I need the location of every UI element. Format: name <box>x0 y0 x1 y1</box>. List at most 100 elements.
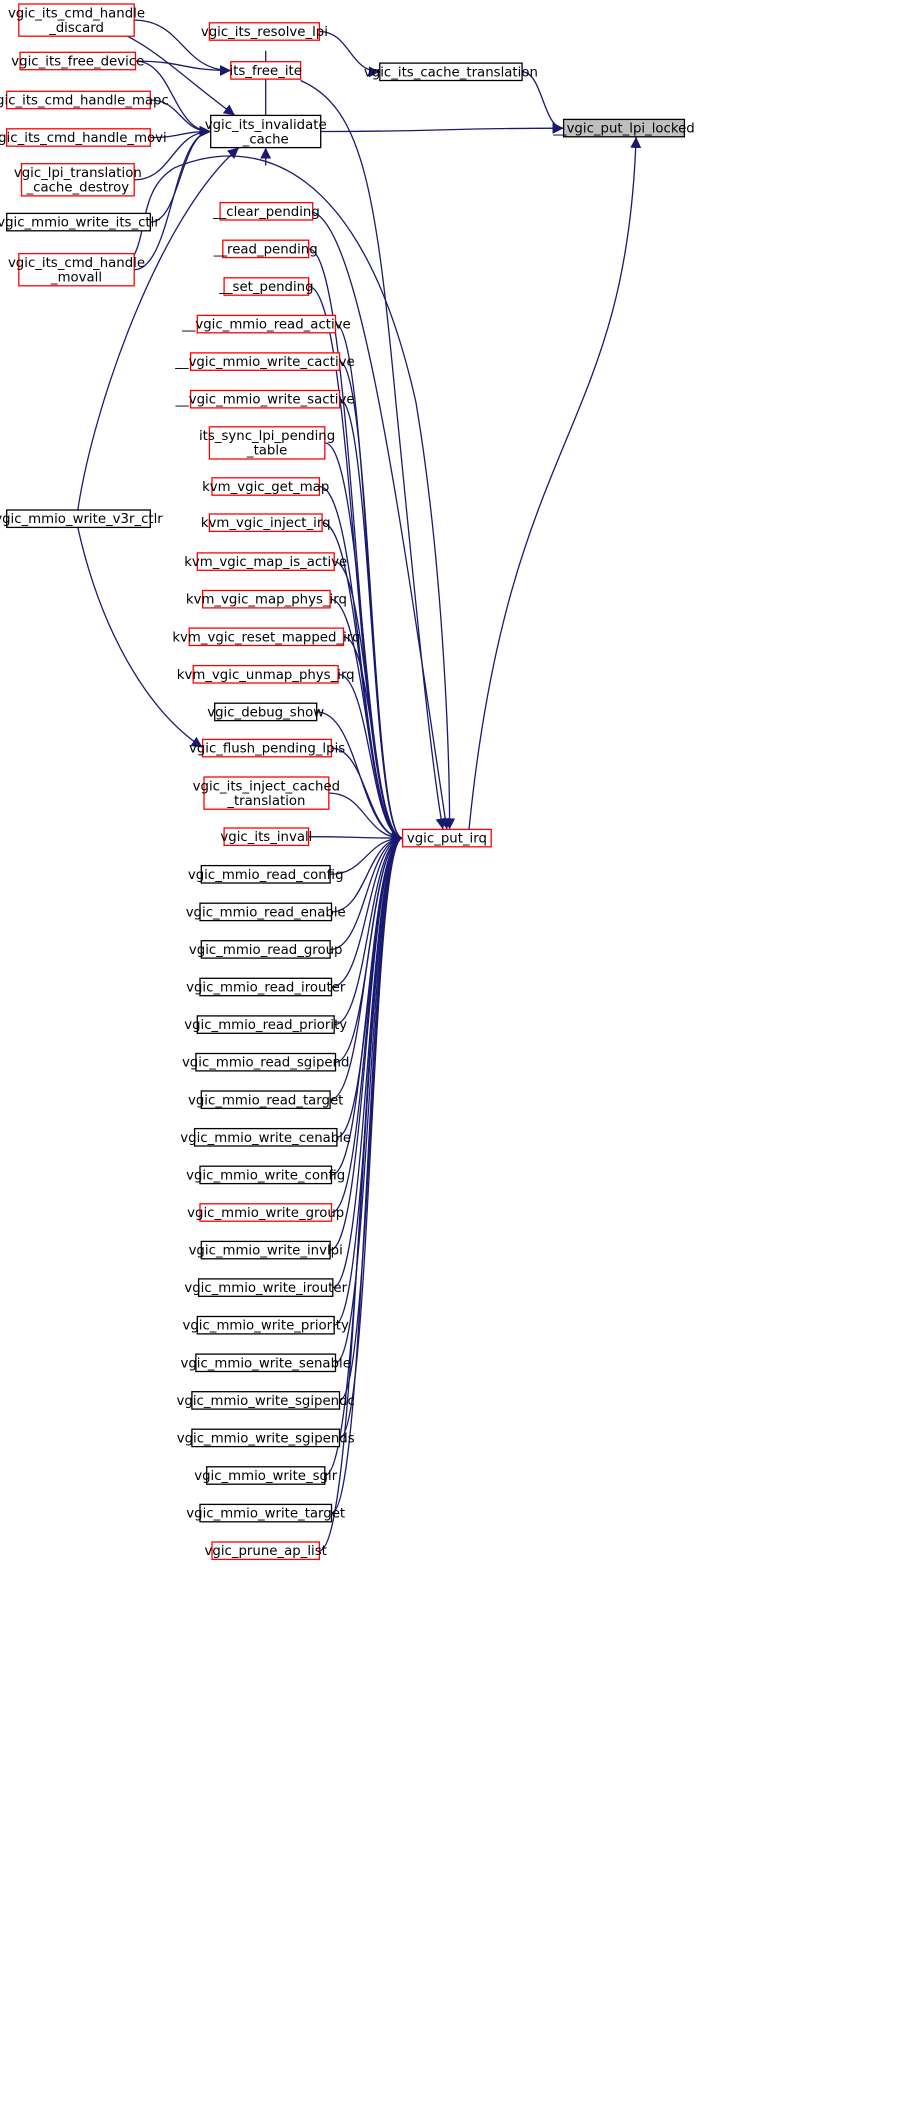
node-write_senable[interactable]: vgic_mmio_write_senable <box>180 1353 351 1373</box>
node-label-invalidate_cache-2: _cache <box>242 132 289 147</box>
node-clear_pending[interactable]: __clear_pending <box>212 201 320 221</box>
node-label-map_is_active: kvm_vgic_map_is_active <box>184 555 347 570</box>
node-box-cache_translation <box>379 62 523 82</box>
edge-cmd_movall-to-invalidate_cache <box>134 126 211 271</box>
node-read_group[interactable]: vgic_mmio_read_group <box>189 940 343 959</box>
edges-layer <box>77 19 642 1552</box>
node-box-sync_lpi <box>208 426 326 460</box>
node-box-debug_show <box>214 702 318 722</box>
edge-cmd_movall-to-put_irq <box>133 155 456 830</box>
node-box-flush_pending_lpis <box>201 738 333 758</box>
node-read_irouter[interactable]: vgic_mmio_read_irouter <box>186 977 346 997</box>
edge-free_device-to-invalidate_cache <box>135 60 211 137</box>
node-put_irq[interactable]: vgic_put_irq <box>401 828 492 848</box>
node-read_target[interactable]: vgic_mmio_read_target <box>188 1090 343 1110</box>
node-box-cmd_movi <box>6 128 151 147</box>
node-write_invlpi[interactable]: vgic_mmio_write_invlpi <box>189 1240 343 1260</box>
node-debug_show[interactable]: vgic_debug_show <box>207 702 324 722</box>
node-box-write_v3r_ctlr <box>6 509 151 529</box>
node-lpi_cache_destroy[interactable]: vgic_lpi_translation_cache_destroy <box>14 163 142 197</box>
node-label-set_pending: __set_pending <box>218 280 313 295</box>
node-set_pending[interactable]: __set_pending <box>218 277 314 296</box>
node-label-cache_translation: vgic_its_cache_translation <box>364 65 538 80</box>
node-unmap_phys_irq[interactable]: kvm_vgic_unmap_phys_irq <box>177 664 355 684</box>
node-get_map[interactable]: kvm_vgic_get_map <box>202 477 329 496</box>
node-write_cenable[interactable]: vgic_mmio_write_cenable <box>180 1127 351 1147</box>
node-box-read_pending <box>222 239 310 259</box>
node-write_irouter[interactable]: vgic_mmio_write_irouter <box>184 1278 348 1297</box>
node-write_sgipends[interactable]: vgic_mmio_write_sgipends <box>177 1428 355 1448</box>
node-write_target[interactable]: vgic_mmio_write_target <box>186 1503 345 1523</box>
node-label-lpi_cache_destroy-1: vgic_lpi_translation <box>14 166 142 181</box>
edge-read_target-to-put_irq <box>329 832 403 1101</box>
node-box-free_device <box>19 51 137 71</box>
node-free_ite[interactable]: its_free_ite <box>229 61 302 80</box>
node-label-invall: vgic_its_invall <box>220 830 312 845</box>
node-box-prune_ap_list <box>211 1541 321 1561</box>
edge-reset_mapped_irq-to-put_irq <box>343 636 403 844</box>
node-read_active[interactable]: __vgic_mmio_read_active <box>181 314 351 334</box>
edge-read_irouter-to-put_irq <box>331 832 403 988</box>
node-prune_ap_list[interactable]: vgic_prune_ap_list <box>205 1541 327 1561</box>
edge-map_phys_irq-to-put_irq <box>329 598 403 844</box>
node-label-inject_cached-1: vgic_its_inject_cached <box>193 779 340 794</box>
node-free_device[interactable]: vgic_its_free_device <box>11 51 144 71</box>
node-label-resolve_lpi: vgic_its_resolve_lpi <box>201 25 328 40</box>
node-label-cmd_discard-1: vgic_its_cmd_handle <box>8 6 145 21</box>
node-flush_pending_lpis[interactable]: vgic_flush_pending_lpis <box>189 738 345 758</box>
node-cmd_movi[interactable]: vgic_its_cmd_handle_movi <box>0 128 167 147</box>
node-write_sactive[interactable]: __vgic_mmio_write_sactive <box>174 389 355 409</box>
node-read_priority[interactable]: vgic_mmio_read_priority <box>184 1015 347 1034</box>
node-write_cactive[interactable]: __vgic_mmio_write_cactive <box>174 352 355 371</box>
node-label-write_priority: vgic_mmio_write_priority <box>182 1319 349 1334</box>
node-label-write_senable: vgic_mmio_write_senable <box>180 1356 350 1371</box>
node-cmd_mapc[interactable]: vgic_its_cmd_handle_mapc <box>0 90 169 110</box>
node-write_v3r_ctlr[interactable]: vgic_mmio_write_v3r_ctlr <box>0 509 163 529</box>
node-box-write_sgipendc <box>191 1391 341 1410</box>
node-label-write_cactive: __vgic_mmio_write_cactive <box>174 355 354 370</box>
edge-prune_ap_list-to-put_irq <box>319 832 403 1552</box>
node-invalidate_cache[interactable]: vgic_its_invalidate_cache <box>205 114 327 149</box>
node-resolve_lpi[interactable]: vgic_its_resolve_lpi <box>201 22 328 41</box>
node-label-cmd_mapc: vgic_its_cmd_handle_mapc <box>0 94 169 109</box>
edge-resolve_lpi-to-cache_translation <box>319 30 380 78</box>
node-box-put_irq <box>401 828 492 848</box>
node-box-read_sgipend <box>195 1052 337 1072</box>
node-cache_translation[interactable]: vgic_its_cache_translation <box>364 62 538 82</box>
node-write_group[interactable]: vgic_mmio_write_group <box>187 1203 344 1222</box>
node-cmd_discard[interactable]: vgic_its_cmd_handle_discard <box>8 3 145 37</box>
node-reset_mapped_irq[interactable]: kvm_vgic_reset_mapped_irq <box>172 627 360 647</box>
node-label-map_phys_irq: kvm_vgic_map_phys_irq <box>186 593 347 608</box>
node-write_sgipendc[interactable]: vgic_mmio_write_sgipendc <box>177 1391 355 1410</box>
node-label-read_group: vgic_mmio_read_group <box>189 943 343 958</box>
node-box-reset_mapped_irq <box>188 627 345 647</box>
edge-read_priority-to-put_irq <box>334 832 403 1026</box>
node-invall[interactable]: vgic_its_invall <box>220 827 312 847</box>
node-read_sgipend[interactable]: vgic_mmio_read_sgipend <box>182 1052 350 1072</box>
node-map_is_active[interactable]: kvm_vgic_map_is_active <box>184 552 347 571</box>
node-read_enable[interactable]: vgic_mmio_read_enable <box>186 902 346 922</box>
node-write_config[interactable]: vgic_mmio_write_config <box>186 1165 345 1185</box>
node-box-write_priority <box>196 1315 335 1335</box>
node-box-cmd_movall <box>18 252 135 287</box>
node-box-inject_cached <box>203 776 330 810</box>
node-map_phys_irq[interactable]: kvm_vgic_map_phys_irq <box>186 589 347 609</box>
node-inject_irq[interactable]: kvm_vgic_inject_irq <box>201 513 331 533</box>
node-read_config[interactable]: vgic_mmio_read_config <box>188 864 344 884</box>
node-sync_lpi[interactable]: its_sync_lpi_pending_table <box>199 426 335 460</box>
node-label-write_sgir: vgic_mmio_write_sgir <box>194 1469 337 1484</box>
node-box-write_invlpi <box>200 1240 331 1260</box>
edge-cmd_discard-to-invalidate_cache <box>127 35 236 116</box>
node-write_sgir[interactable]: vgic_mmio_write_sgir <box>194 1466 338 1485</box>
node-box-read_irouter <box>199 977 333 997</box>
node-inject_cached[interactable]: vgic_its_inject_cached_translation <box>193 776 340 810</box>
edge-write_sactive-to-put_irq <box>339 398 403 844</box>
edge-invalidate_cache-to-root <box>320 122 564 134</box>
node-label-write_its_ctlr: vgic_mmio_write_its_ctlr <box>0 216 160 231</box>
node-write_priority[interactable]: vgic_mmio_write_priority <box>182 1315 349 1335</box>
node-cmd_movall[interactable]: vgic_its_cmd_handle_movall <box>8 252 145 287</box>
edge-write_v3r_ctlr-to-flush_pending_lpis <box>77 527 203 749</box>
node-write_its_ctlr[interactable]: vgic_mmio_write_its_ctlr <box>0 212 160 232</box>
node-read_pending[interactable]: __read_pending <box>213 239 318 259</box>
